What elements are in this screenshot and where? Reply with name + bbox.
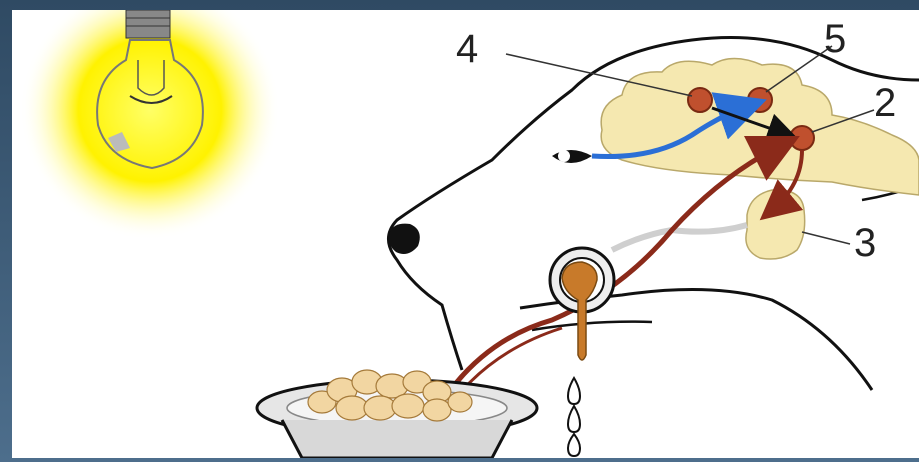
eye-icon: [552, 150, 592, 163]
salivary-duct: [612, 225, 747, 250]
salivary-gland: [746, 190, 805, 259]
brain-region: [601, 59, 919, 196]
light-bulb-icon: [20, 10, 280, 240]
food-bowl-icon: [257, 370, 537, 458]
label-2: 2: [874, 81, 896, 125]
nerve-center-2: [790, 126, 814, 150]
diagram-canvas: 4 5 2 3: [12, 10, 919, 458]
fistula-tube-icon: [550, 248, 614, 360]
nerve-center-5: [748, 88, 772, 112]
label-3: 3: [854, 221, 876, 265]
nose-icon: [389, 224, 420, 254]
label-4: 4: [456, 27, 478, 71]
label-5: 5: [824, 17, 846, 61]
saliva-drop-icon: [568, 378, 580, 456]
leader-line-3: [802, 232, 850, 244]
nerve-center-4: [688, 88, 712, 112]
conditioned-reflex-diagram: 4 5 2 3: [12, 10, 919, 458]
